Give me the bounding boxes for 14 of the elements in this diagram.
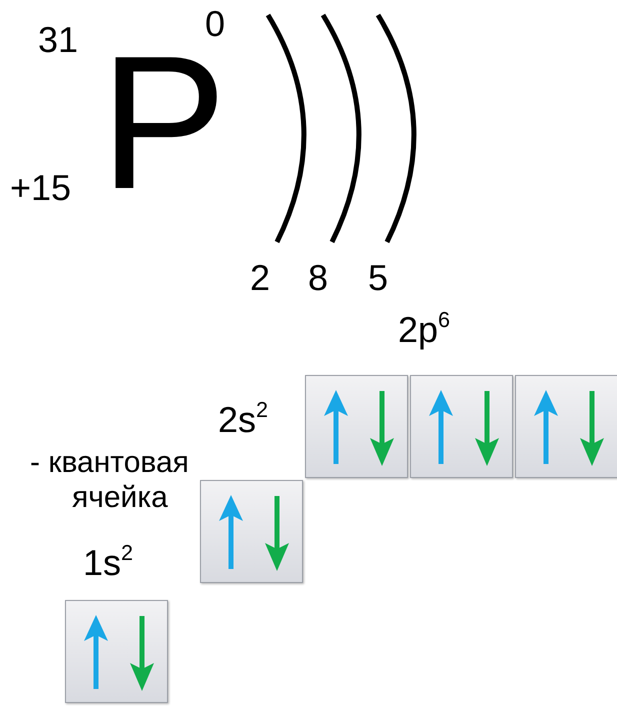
quantum-cell [305,375,408,478]
mass-number: 31 [38,22,78,58]
sublevel-label: 1s$^{2}$ [83,545,134,581]
quantum-cell [515,375,617,478]
shell-electron-count: 5 [368,260,388,296]
legend-note: - квантовая ячейка [30,446,190,515]
nuclear-charge: +15 [10,170,72,206]
sublevel-label: 2p$^{6}$ [398,312,450,348]
shell-electron-count: 2 [250,260,270,296]
quantum-cell [410,375,513,478]
sublevel-label: 2s$^{2}$ [218,402,268,438]
quantum-cell [65,600,168,703]
shell-electron-count: 8 [308,260,328,296]
quantum-cell [200,480,303,583]
